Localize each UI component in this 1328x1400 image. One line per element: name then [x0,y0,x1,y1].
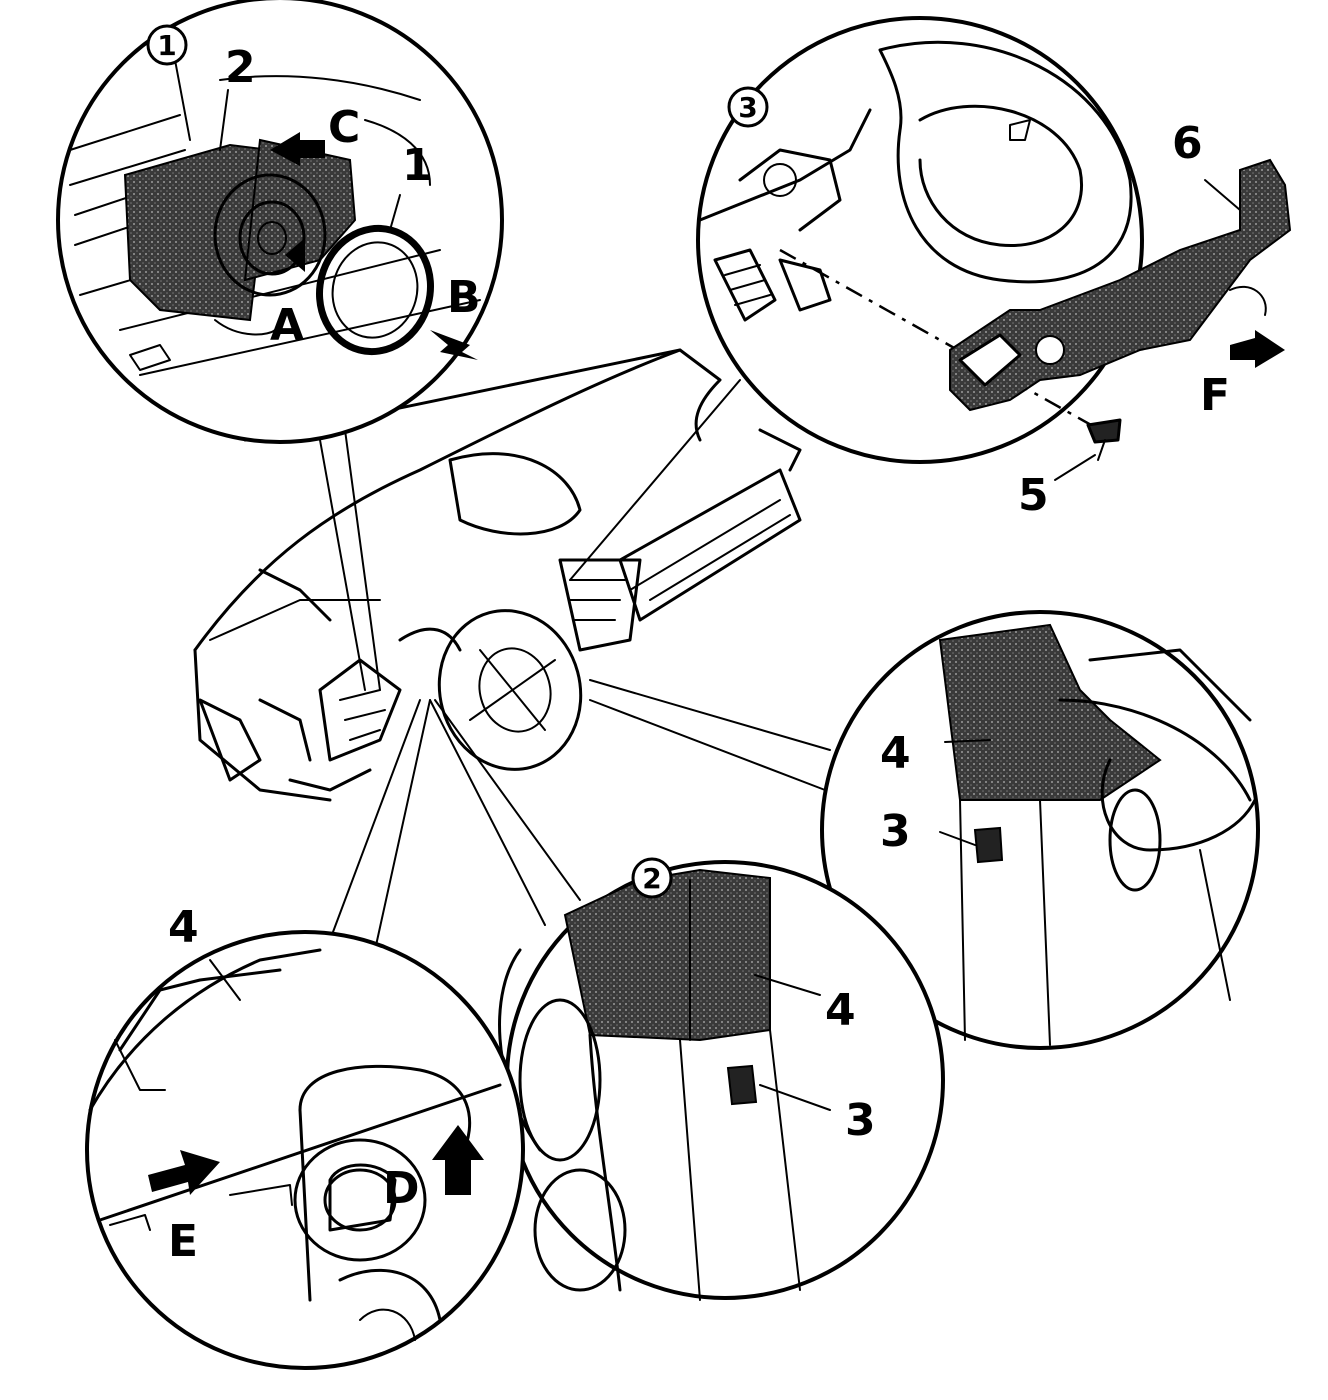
motion-label-c: C [328,102,360,153]
detail-2-callout: 2 4 3 [498,857,945,1301]
detail-marker-3: 3 [738,91,757,124]
detail-right-callout: 4 3 [820,610,1260,1050]
detail-bottom-left-callout: 4 D E [85,902,525,1370]
part-label-3-bottom: 3 [845,1095,876,1146]
part-label-6: 6 [1172,118,1203,169]
part-label-3-right: 3 [880,806,911,857]
part-label-5: 5 [1018,470,1049,521]
part-label-2-top: 2 [225,42,256,93]
motion-label-e: E [168,1216,198,1267]
detail-3-callout: 3 6 F 5 [696,16,1292,521]
detail-marker-1: 1 [157,29,176,62]
motion-label-d: D [383,1163,420,1214]
part-label-4-bottom: 4 [825,985,856,1036]
motion-label-a: A [270,300,304,351]
part-label-1-top: 1 [402,140,433,191]
dashboard-overview [193,348,831,951]
detail-1-callout: 1 2 C 1 A B [56,0,504,444]
motion-label-b: B [447,272,481,323]
motion-label-f: F [1200,370,1230,421]
detail-marker-2: 2 [642,862,661,895]
part-label-4-left: 4 [168,902,199,953]
part-label-4-right: 4 [880,728,911,779]
